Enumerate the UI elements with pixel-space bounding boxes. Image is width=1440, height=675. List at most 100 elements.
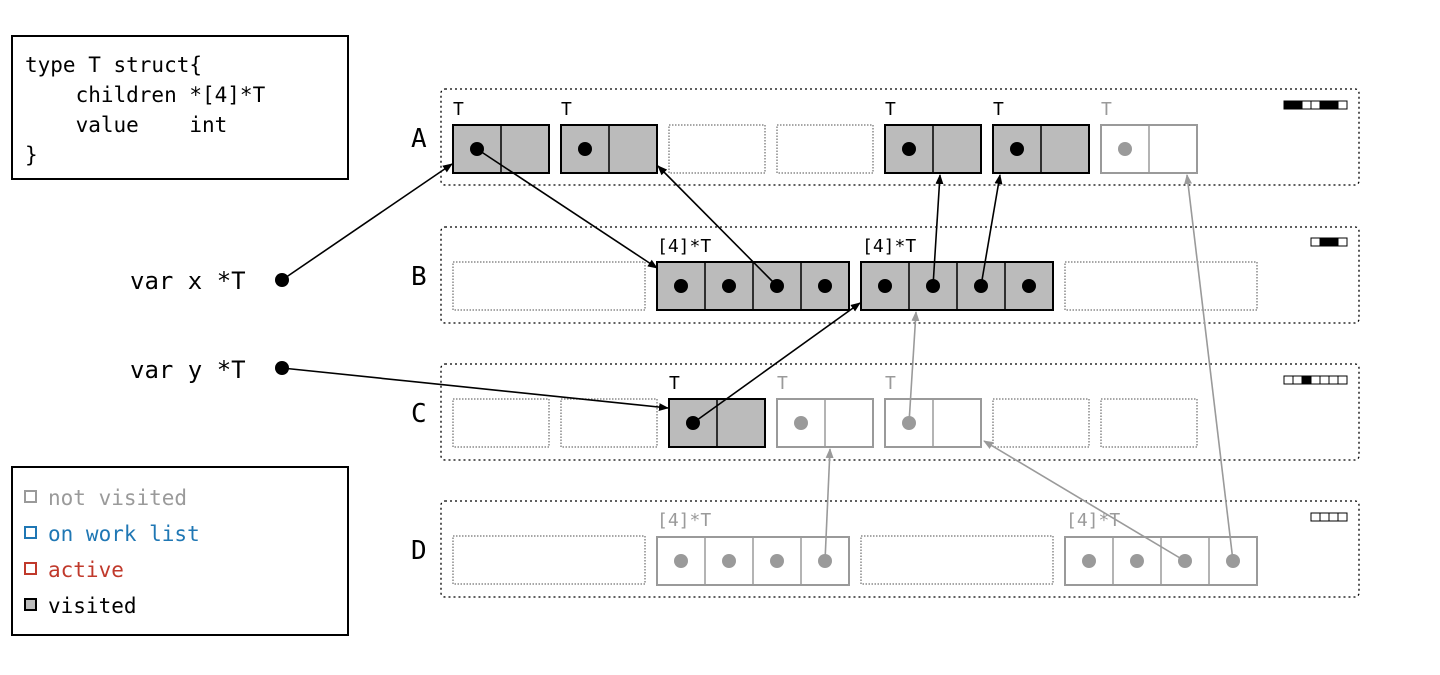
span-a-free-slot-4 [776,124,874,174]
span-c-label: C [411,399,427,429]
pointer-dot [770,554,784,568]
span-a-object-2: T [560,99,658,174]
mark-bit-clear [1328,375,1339,385]
pointer-dot [674,279,688,293]
span-d-free-slot-1 [452,535,646,585]
legend-label-on-work-list: on work list [48,522,200,546]
mark-bit-clear [1310,512,1321,522]
span-d-array-4-not-visited: [4]*T [1064,510,1258,586]
span-c-object-5-not-visited: T [884,373,982,448]
span-b-free-slot-1 [452,261,646,311]
mark-bit-clear [1283,375,1294,385]
legend-item-on-work-list: on work list [24,522,200,546]
mark-bit-set [1301,375,1312,385]
span-c-free-slot-2 [560,398,658,448]
pointer-dot [794,416,808,430]
legend-swatch-on-work-list [24,526,37,539]
object-type-label: T [885,99,896,120]
mark-bit-clear [1310,375,1321,385]
array-type-label: [4]*T [657,236,711,257]
mark-bit-clear [1337,237,1348,247]
span-d-array-2-not-visited: [4]*T [656,510,850,586]
legend-swatch-visited [24,598,37,611]
pointer-dot [578,142,592,156]
pointer-dot [1022,279,1036,293]
pointer-dot [722,554,736,568]
array-type-label: [4]*T [657,510,711,531]
span-a-object-6: T [992,99,1090,174]
span-a-object-5: T [884,99,982,174]
span-b-container [440,226,1360,324]
span-c-free-slot-7 [1100,398,1198,448]
object-type-label: T [993,99,1004,120]
object-type-label: T [561,99,572,120]
type-definition-box: type T struct{ children *[4]*T value int… [11,35,349,180]
pointer-b3-to-a5 [932,174,944,287]
legend-item-active: active [24,558,124,582]
pointer-b2-to-a2 [657,165,778,287]
span-a-mark-bitmap [1283,100,1348,110]
span-a-label: A [411,124,427,154]
mark-bit-clear [1337,375,1348,385]
pointer-b3-to-a6 [980,174,1003,287]
span-b-array-3: [4]*T [860,236,1054,311]
mark-bit-clear [1292,375,1303,385]
mark-bit-set [1319,237,1330,247]
array-type-label: [4]*T [862,236,916,257]
type-def-line-1: type T struct{ [25,53,202,77]
legend-box: not visited on work list active visited [11,466,349,636]
pointer-dot [722,279,736,293]
object-type-label: T [777,373,788,394]
pointer-c3-to-b3 [692,302,861,424]
mark-bit-set [1328,237,1339,247]
mark-bit-clear [1301,100,1312,110]
legend-item-visited: visited [24,594,137,618]
unreached-pointers [824,174,1234,562]
pointer-dot [674,554,688,568]
span-c-free-slot-1 [452,398,550,448]
pointer-d2-to-c4 [824,448,834,562]
pointer-a1-to-b2 [476,148,658,269]
span-a-free-slot-3 [668,124,766,174]
legend-item-not-visited: not visited [24,486,187,510]
mark-bit-clear [1337,512,1348,522]
span-d-label: D [411,536,427,566]
pointer-dot [1130,554,1144,568]
span-a-object-1: T [452,99,550,174]
array-type-label: [4]*T [1066,510,1120,531]
pointer-dot [902,142,916,156]
mark-bit-set [1283,100,1294,110]
object-type-label: T [453,99,464,120]
pointer-d4-to-c5 [983,440,1186,562]
mark-bit-clear [1310,237,1321,247]
var-x-label: var x *T [130,267,246,295]
mark-bit-clear [1328,512,1339,522]
pointer-dot [878,279,892,293]
mark-bit-clear [1310,100,1321,110]
pointer-x-to-a1 [281,163,453,281]
span-c-object-3: T [668,373,766,448]
pointer-dot [1082,554,1096,568]
mark-bit-set [1328,100,1339,110]
mark-bit-set [1319,100,1330,110]
object-type-label: T [669,373,680,394]
type-def-line-2: children *[4]*T [25,83,266,107]
mark-bit-clear [1319,375,1330,385]
pointer-dot [1010,142,1024,156]
pointer-dot [1118,142,1132,156]
object-type-label: T [885,373,896,394]
span-b-mark-bitmap [1310,237,1348,247]
pointer-y-to-c3 [281,367,669,412]
legend-swatch-not-visited [24,490,37,503]
span-c-container [440,363,1360,461]
var-y-label: var y *T [130,356,246,384]
span-a-object-7-not-visited: T [1100,99,1198,174]
span-d-container [440,500,1360,598]
span-b-label: B [411,262,427,292]
object-type-label: T [1101,99,1112,120]
mark-bit-set [1292,100,1303,110]
span-b-array-2: [4]*T [656,236,850,311]
legend-swatch-active [24,562,37,575]
span-d-mark-bitmap [1310,512,1348,522]
